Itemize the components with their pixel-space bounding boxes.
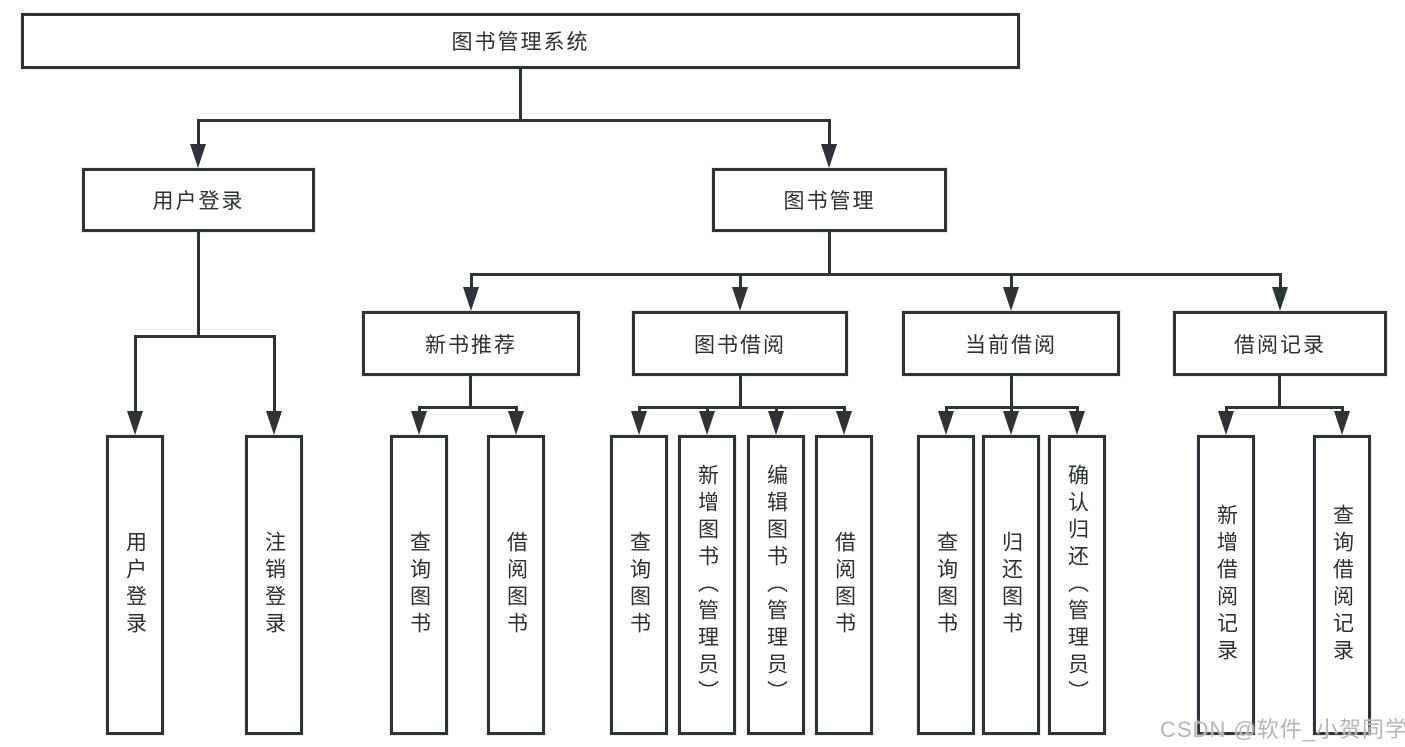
leaf-newbook-query-books-label: 查询图书 — [407, 531, 431, 639]
arrowhead-icon — [266, 411, 282, 435]
leaf-logout-label: 注销登录 — [262, 531, 286, 639]
edge-line — [638, 406, 846, 409]
node-user-login-label: 用户登录 — [152, 190, 245, 213]
node-book-management-label: 图书管理 — [783, 190, 876, 213]
edge-line — [1341, 406, 1344, 415]
arrowhead-icon — [1218, 411, 1234, 435]
edge-line — [1076, 406, 1079, 415]
leaf-records-query-record-label: 查询借阅记录 — [1330, 504, 1354, 666]
leaf-current-confirm-return-admin-label: 确认归还（管理员） — [1065, 463, 1089, 707]
leaf-current-query-books-label: 查询图书 — [934, 531, 958, 639]
node-user-login: 用户登录 — [82, 168, 315, 232]
leaf-newbook-query-books: 查询图书 — [390, 435, 448, 735]
leaf-records-add-record: 新增借阅记录 — [1197, 435, 1255, 735]
node-new-book-recommend: 新书推荐 — [362, 311, 580, 376]
leaf-user-login: 用户登录 — [106, 435, 164, 735]
node-current-borrowing-label: 当前借阅 — [965, 333, 1057, 357]
edge-line — [134, 335, 275, 338]
edge-line — [197, 119, 831, 122]
edge-line — [1279, 273, 1282, 290]
edge-line — [470, 273, 473, 290]
edge-line — [515, 406, 518, 415]
arrowhead-icon — [508, 411, 524, 435]
edge-line — [470, 273, 1281, 276]
edge-line — [706, 406, 709, 415]
edge-line — [828, 119, 831, 147]
arrowhead-icon — [1272, 287, 1288, 311]
arrowhead-icon — [938, 411, 954, 435]
node-new-book-recommend-label: 新书推荐 — [425, 333, 517, 357]
edge-line — [134, 335, 137, 415]
edge-line — [945, 406, 948, 415]
arrowhead-icon — [411, 411, 427, 435]
leaf-borrowing-edit-books-admin-label: 编辑图书（管理员） — [764, 463, 788, 707]
arrowhead-icon — [1069, 411, 1085, 435]
edge-line — [775, 406, 778, 415]
edge-line — [469, 376, 472, 409]
arrowhead-icon — [836, 411, 852, 435]
edge-line — [1225, 406, 1344, 409]
leaf-borrowing-query-books-label: 查询图书 — [627, 531, 651, 639]
leaf-logout: 注销登录 — [245, 435, 303, 735]
leaf-borrowing-borrow-books: 借阅图书 — [815, 435, 873, 735]
edge-line — [1010, 273, 1013, 290]
edge-line — [519, 69, 522, 122]
edge-line — [1010, 376, 1013, 409]
edge-line — [828, 232, 831, 276]
leaf-user-login-label: 用户登录 — [123, 531, 147, 639]
leaf-borrowing-edit-books-admin: 编辑图书（管理员） — [747, 435, 805, 735]
arrowhead-icon — [1003, 287, 1019, 311]
leaf-borrowing-borrow-books-label: 借阅图书 — [832, 531, 856, 639]
leaf-borrowing-add-books-admin-label: 新增图书（管理员） — [695, 463, 719, 707]
edge-line — [273, 335, 276, 415]
csdn-watermark: CSDN @软件_小贺同学 — [1160, 717, 1405, 742]
arrowhead-icon — [732, 287, 748, 311]
node-book-borrowing: 图书借阅 — [632, 311, 848, 376]
leaf-newbook-borrow-books-label: 借阅图书 — [504, 531, 528, 639]
leaf-records-add-record-label: 新增借阅记录 — [1214, 504, 1238, 666]
arrowhead-icon — [463, 287, 479, 311]
leaf-records-query-record: 查询借阅记录 — [1313, 435, 1371, 735]
node-book-borrowing-label: 图书借阅 — [694, 333, 786, 357]
edge-line — [418, 406, 421, 415]
node-current-borrowing: 当前借阅 — [902, 311, 1120, 376]
arrowhead-icon — [821, 144, 837, 168]
leaf-newbook-borrow-books: 借阅图书 — [487, 435, 545, 735]
node-borrow-records-label: 借阅记录 — [1234, 333, 1326, 357]
arrowhead-icon — [1003, 411, 1019, 435]
arrowhead-icon — [127, 411, 143, 435]
arrowhead-icon — [699, 411, 715, 435]
node-root: 图书管理系统 — [21, 13, 1020, 69]
arrowhead-icon — [190, 144, 206, 168]
leaf-current-return-books: 归还图书 — [982, 435, 1040, 735]
leaf-borrowing-add-books-admin: 新增图书（管理员） — [678, 435, 736, 735]
arrowhead-icon — [1334, 411, 1350, 435]
node-root-label: 图书管理系统 — [451, 31, 590, 54]
edge-line — [418, 406, 518, 409]
edge-line — [1225, 406, 1228, 415]
edge-line — [739, 273, 742, 290]
edge-line — [1010, 406, 1013, 415]
leaf-borrowing-query-books: 查询图书 — [610, 435, 668, 735]
edge-line — [1278, 376, 1281, 409]
node-book-management: 图书管理 — [712, 168, 947, 232]
leaf-current-return-books-label: 归还图书 — [999, 531, 1023, 639]
edge-line — [739, 376, 742, 409]
arrowhead-icon — [768, 411, 784, 435]
arrowhead-icon — [631, 411, 647, 435]
edge-line — [197, 119, 200, 147]
node-borrow-records: 借阅记录 — [1173, 311, 1387, 376]
edge-line — [843, 406, 846, 415]
edge-line — [197, 232, 200, 338]
leaf-current-query-books: 查询图书 — [917, 435, 975, 735]
leaf-current-confirm-return-admin: 确认归还（管理员） — [1048, 435, 1106, 735]
edge-line — [638, 406, 641, 415]
